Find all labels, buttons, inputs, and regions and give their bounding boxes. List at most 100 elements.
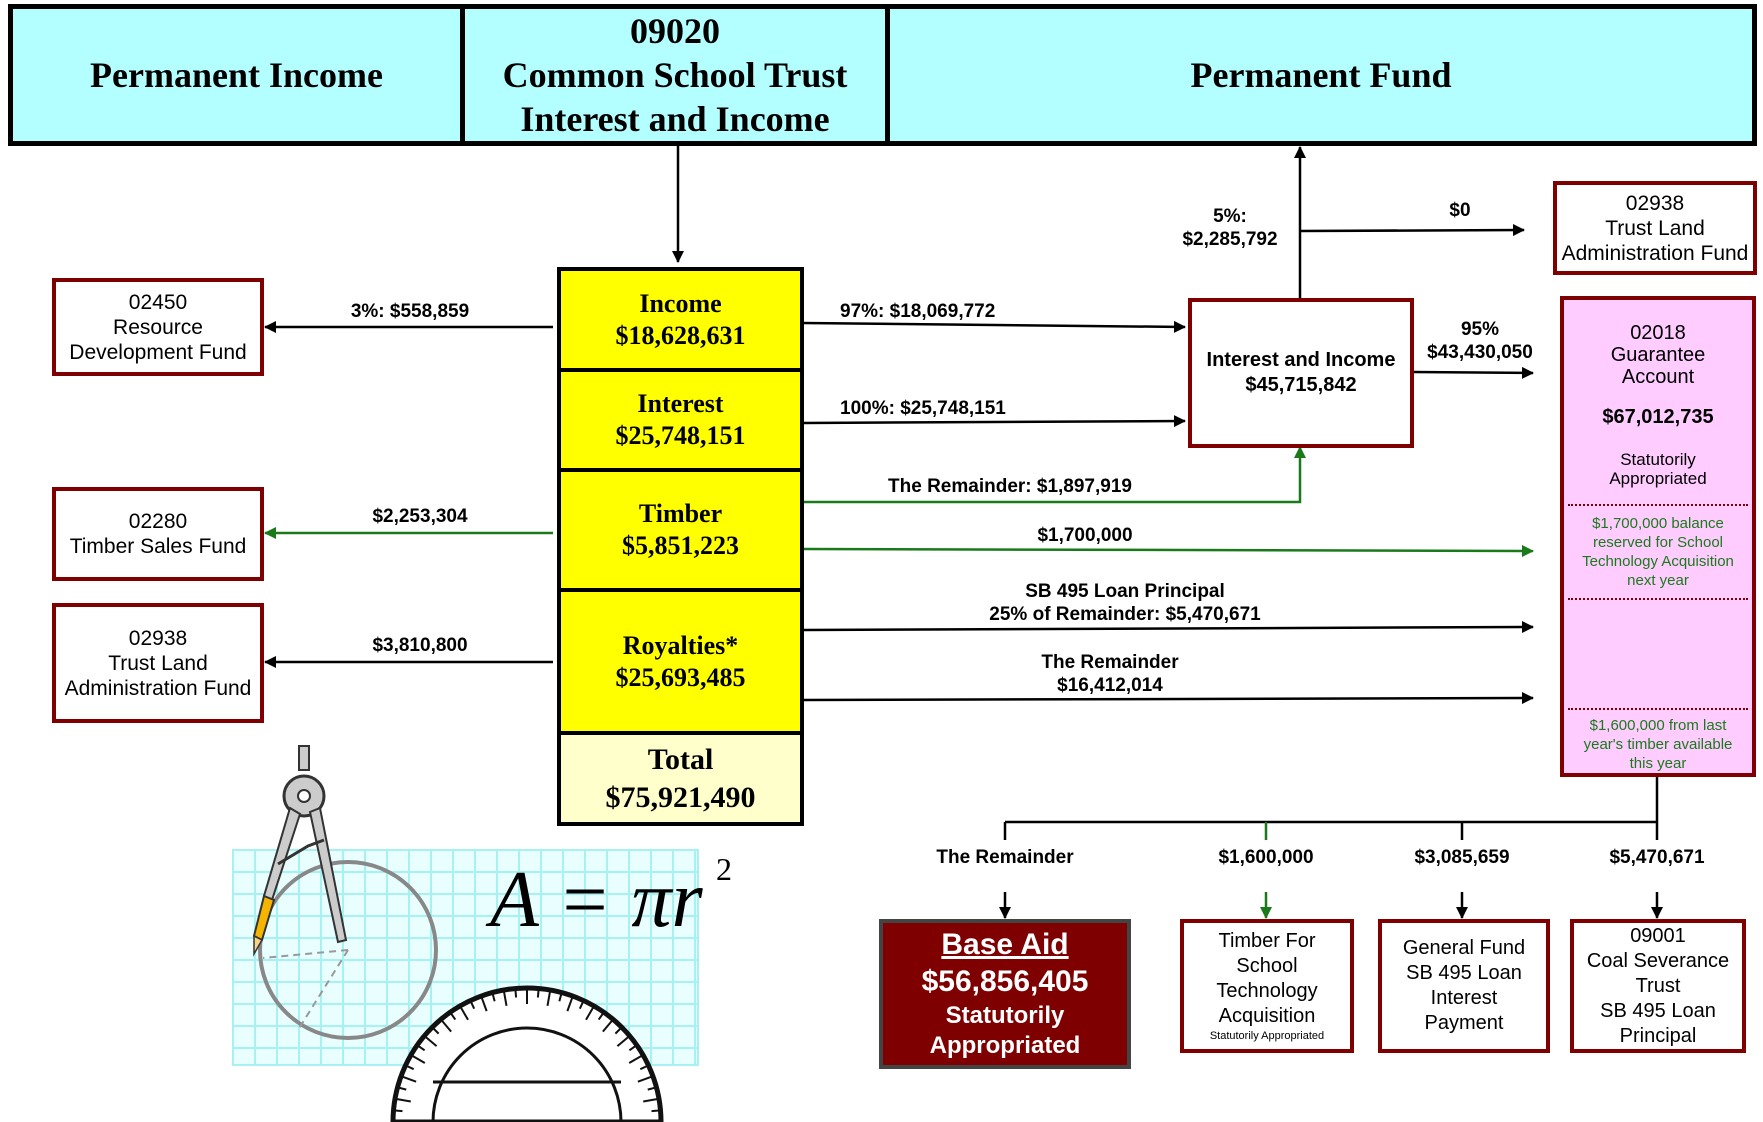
circle-shape bbox=[258, 860, 438, 1040]
arrow-to-guarantee bbox=[1412, 366, 1534, 379]
header-fund-name: Common School Trust bbox=[502, 55, 848, 95]
bottom-label-coal: $5,470,671 bbox=[1609, 847, 1705, 868]
arrow-royalty-sb495 bbox=[802, 621, 1534, 634]
flow-label-line: 5%: bbox=[1213, 206, 1247, 227]
drafting-compass-icon bbox=[252, 745, 348, 957]
area-formula-exponent: 2 bbox=[716, 851, 732, 887]
fund-name: Timber Sales Fund bbox=[69, 535, 247, 558]
fund-name: Development Fund bbox=[69, 340, 247, 364]
source-label: Timber bbox=[638, 499, 723, 528]
flow-label-timber-reserve: $1,700,000 bbox=[1037, 525, 1133, 546]
box-line: General Fund bbox=[1402, 937, 1526, 959]
flow-label-line: $16,412,014 bbox=[1057, 675, 1163, 696]
flow-label-trust-land: $3,810,800 bbox=[372, 635, 468, 656]
source-royalties: Royalties* $25,693,485 bbox=[557, 588, 804, 735]
source-amount: $5,851,223 bbox=[622, 531, 739, 560]
arrow-to-trust-land-top bbox=[1299, 224, 1525, 237]
flow-label-zero: $0 bbox=[1449, 200, 1471, 221]
base-aid-title: Base Aid bbox=[941, 928, 1069, 961]
source-label: Royalties* bbox=[622, 630, 739, 660]
status-line: Statutorily bbox=[1620, 450, 1696, 469]
note-line: next year bbox=[1627, 572, 1689, 589]
flow-label-to-guarantee: 95% $43,430,050 bbox=[1410, 318, 1550, 364]
total-amount: $75,921,490 bbox=[605, 780, 756, 814]
header-common-school-trust: 09020 Common School Trust Interest and I… bbox=[460, 4, 890, 146]
arrow-royalty-remainder bbox=[802, 692, 1534, 705]
protractor-icon bbox=[390, 985, 664, 1122]
flow-label-line: 95% bbox=[1460, 319, 1500, 340]
arrow-timber-to-ii bbox=[803, 446, 1306, 504]
source-income: Income $18,628,631 bbox=[557, 267, 804, 372]
box-line: Acquisition bbox=[1218, 1005, 1316, 1027]
base-aid-status: Statutorily bbox=[945, 1002, 1065, 1029]
flow-label-line: The Remainder bbox=[1041, 652, 1179, 673]
fund-name: Administration Fund bbox=[1561, 241, 1749, 265]
guarantee-name: Account bbox=[1621, 366, 1695, 388]
header-permanent-fund: Permanent Fund bbox=[885, 4, 1757, 146]
fund-name: Resource bbox=[113, 315, 203, 339]
note-line: reserved for School bbox=[1592, 534, 1724, 551]
guarantee-status: Statutorily Appropriated bbox=[1564, 450, 1752, 488]
fund-name: Trust Land bbox=[108, 651, 208, 675]
flow-label-royalty-remainder: The Remainder $16,412,014 bbox=[960, 651, 1260, 697]
note-line: $1,600,000 from last bbox=[1589, 716, 1727, 734]
source-amount: $25,748,151 bbox=[615, 421, 746, 450]
box-note: Statutorily Appropriated bbox=[1209, 1030, 1325, 1042]
fund-box-resource-development: 02450 Resource Development Fund bbox=[52, 278, 264, 376]
status-line: Appropriated bbox=[1609, 469, 1707, 488]
source-label: Interest bbox=[637, 389, 724, 418]
guarantee-account-box: 02018 Guarantee Account $67,012,735 Stat… bbox=[1560, 296, 1756, 777]
box-line: SB 495 Loan bbox=[1406, 962, 1522, 984]
flow-label-timber-sales: $2,253,304 bbox=[372, 506, 468, 527]
header-permanent-fund-label: Permanent Fund bbox=[1190, 55, 1452, 95]
source-label: Income bbox=[639, 288, 722, 318]
source-amount: $25,693,485 bbox=[615, 662, 746, 692]
area-formula: A = πr bbox=[485, 856, 703, 944]
header-permanent-income-label: Permanent Income bbox=[90, 55, 383, 95]
base-aid-amount: $56,856,405 bbox=[921, 965, 1089, 998]
fund-name: Administration Fund bbox=[64, 676, 252, 700]
flow-label-sb495: SB 495 Loan Principal 25% of Remainder: … bbox=[935, 580, 1315, 626]
bottom-label-general: $3,085,659 bbox=[1414, 847, 1510, 868]
source-total: Total $75,921,490 bbox=[557, 731, 804, 826]
source-interest: Interest $25,748,151 bbox=[557, 368, 804, 472]
flow-label-line: $2,285,792 bbox=[1182, 229, 1278, 250]
fund-number: 02280 bbox=[128, 510, 188, 533]
arrow-timber-to-guarantee bbox=[802, 544, 1534, 557]
note-line: Technology Acquisition bbox=[1582, 553, 1734, 570]
note-line: $1,700,000 balance bbox=[1592, 515, 1724, 532]
note-line: year's timber available bbox=[1583, 735, 1733, 753]
coal-severance-box: 09001 Coal Severance Trust SB 495 Loan P… bbox=[1570, 919, 1746, 1053]
general-fund-box: General Fund SB 495 Loan Interest Paymen… bbox=[1378, 919, 1550, 1053]
flow-label-resource: 3%: $558,859 bbox=[350, 301, 470, 322]
flow-label-timber-remainder: The Remainder: $1,897,919 bbox=[888, 476, 1132, 497]
fund-box-timber-sales: 02280 Timber Sales Fund bbox=[52, 487, 264, 581]
bottom-label-timber: $1,600,000 bbox=[1218, 847, 1314, 868]
box-line: Technology bbox=[1216, 980, 1318, 1002]
header-permanent-income: Permanent Income bbox=[8, 4, 465, 146]
source-timber: Timber $5,851,223 bbox=[557, 468, 804, 592]
box-line: Interest bbox=[1430, 987, 1498, 1009]
guarantee-amount: $67,012,735 bbox=[1602, 406, 1714, 428]
flow-label-income: 97%: $18,069,772 bbox=[840, 301, 996, 322]
note-line: this year bbox=[1629, 754, 1687, 772]
guarantee-note-last-year: $1,600,000 from last year's timber avail… bbox=[1568, 708, 1748, 778]
ii-label: Interest and Income bbox=[1206, 349, 1396, 371]
timber-school-box: Timber For School Technology Acquisition… bbox=[1180, 919, 1354, 1053]
fund-number: 02938 bbox=[128, 626, 188, 650]
box-line: Timber For bbox=[1218, 930, 1316, 952]
flow-label-line: $43,430,050 bbox=[1427, 342, 1533, 363]
fund-box-trust-land-left: 02938 Trust Land Administration Fund bbox=[52, 603, 264, 723]
guarantee-name: Guarantee bbox=[1610, 344, 1706, 366]
fund-name: Trust Land bbox=[1605, 216, 1705, 240]
box-line: Principal bbox=[1619, 1024, 1697, 1047]
fund-number: 02938 bbox=[1625, 191, 1685, 215]
guarantee-note-reserve: $1,700,000 balance reserved for School T… bbox=[1568, 504, 1748, 600]
box-line: School bbox=[1236, 955, 1298, 977]
bottom-label-remainder: The Remainder bbox=[936, 847, 1074, 868]
ii-amount: $45,715,842 bbox=[1245, 374, 1357, 396]
header-fund-subname: Interest and Income bbox=[520, 99, 830, 139]
fund-number: 02450 bbox=[128, 290, 188, 314]
fund-box-trust-land-top: 02938 Trust Land Administration Fund bbox=[1553, 181, 1757, 275]
